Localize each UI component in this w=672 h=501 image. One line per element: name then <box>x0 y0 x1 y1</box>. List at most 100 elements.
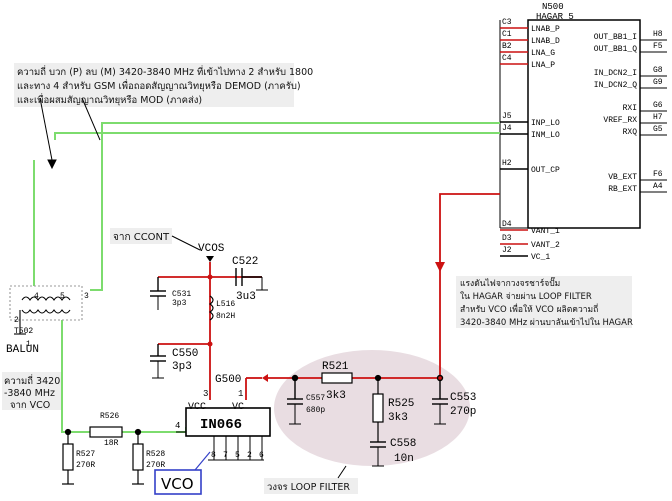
vco-bottom-pin-num: 6 <box>259 451 264 460</box>
ic-right-pin-name: RXQ <box>623 128 638 137</box>
r527-ref: R527 <box>76 450 95 459</box>
freq-note-line2: และทาง 4 สำหรับ GSM เพื่อถอดสัญญาณวิทยุห… <box>17 79 301 92</box>
freq-note-line3: และเพื่อผสมสัญญาณวิทยุหรือ MOD (ภาคส่ง) <box>17 93 202 106</box>
freq-note-bg <box>14 63 294 107</box>
balun-pin-num: 2 <box>14 316 19 325</box>
ic-left-pin-name: INM_LO <box>531 131 560 140</box>
balun-pin-num: 5 <box>60 292 65 301</box>
ic-right-pin-num: H7 <box>653 113 663 122</box>
ic-right-pin-num: G8 <box>653 66 663 75</box>
vco-in-note-line1: ความถี่ 3420 <box>4 374 60 387</box>
balun-t502 <box>9 285 83 335</box>
ic-left-pin-name: LNAB_P <box>531 25 560 34</box>
ic-left-pin-num: H2 <box>502 159 512 168</box>
resistor-r526 <box>89 426 123 438</box>
c550-val: 3p3 <box>172 361 192 373</box>
capacitor-c553 <box>432 374 448 425</box>
l516-val: 8n2H <box>216 312 235 321</box>
r525-val: 3k3 <box>388 412 408 424</box>
out-cp-arrow <box>435 262 445 272</box>
c522-ref: C522 <box>232 256 258 268</box>
l516-ref: L516 <box>216 300 235 309</box>
hagar-note-line1: แรงดันไฟจากวงจรชาร์จปั๊ม <box>460 276 560 289</box>
vco-out-trace <box>61 320 186 433</box>
ic-left-pin-name: LNA_G <box>531 49 555 58</box>
g500-label: G500 <box>215 374 241 386</box>
ic-right-pin-num: H8 <box>653 30 663 39</box>
ic-left-pin-num: D4 <box>502 220 512 229</box>
vco-chip-label: IN066 <box>200 417 242 433</box>
ccont-note-bg <box>110 228 172 244</box>
pin3-label: 3 <box>203 389 208 399</box>
ic-body <box>527 19 641 229</box>
ic-right-pin-num: A4 <box>653 182 663 191</box>
ic-left-pin-name: VANT_1 <box>531 227 560 236</box>
ic-left-pin-name: VANT_2 <box>531 241 560 250</box>
t502-ref: T502 <box>14 327 33 336</box>
ic-right-pin-num: G5 <box>653 125 663 134</box>
c531-val: 3p3 <box>172 299 187 308</box>
ic-right-pin-name: OUT_BB1_Q <box>594 45 637 54</box>
ic-right-pin-name: IN_DCN2_I <box>594 69 637 78</box>
vcos-label: VCOS <box>198 243 225 255</box>
ic-right-pin-name: IN_DCN2_Q <box>594 81 637 90</box>
inp-lo-trace <box>101 122 500 140</box>
balun-pin-num: 1 <box>26 340 31 349</box>
balun-label: BALUN <box>6 344 39 356</box>
r527-val: 270R <box>76 461 95 470</box>
ic-right-pin-name: RB_EXT <box>608 185 637 194</box>
ic-left-pin-name: VC_1 <box>531 253 550 262</box>
vc-label: VC <box>232 402 244 413</box>
vco-bottom-pin-num: 8 <box>211 451 216 460</box>
loop-filter-pointer <box>337 465 347 479</box>
vco-in-note-bg <box>2 372 62 410</box>
note-pointers <box>39 97 101 170</box>
loop-filter-label-bg <box>264 478 358 494</box>
vc-arrow <box>262 374 268 382</box>
hagar-note-line3: สำหรับ VCO เพื่อให้ VCO ผลิตความถี่ <box>460 303 598 315</box>
ic-title: N500 <box>542 2 564 12</box>
c553-val: 270p <box>450 406 476 418</box>
lo-trace-mid <box>90 140 103 291</box>
ic-right-pin-name: RXI <box>623 104 637 113</box>
c557-ref: C557 <box>306 394 325 403</box>
ic-left-pin-name: INP_LO <box>531 119 560 128</box>
vco-in-note-line3: จาก VCO <box>10 400 50 411</box>
ic-left-pin-num: C1 <box>502 30 512 39</box>
ic-left-pin-num: J5 <box>502 112 512 121</box>
vco-bottom-pin-num: 5 <box>235 451 240 460</box>
ic-right-pin-num: G6 <box>653 101 663 110</box>
c531-ref: C531 <box>172 290 191 299</box>
vco-in-note-line2: -3840 MHz <box>4 388 55 399</box>
r525-ref: R525 <box>388 398 414 410</box>
resistor-r521 <box>321 372 353 384</box>
hagar-note-line2: ใน HAGAR จ่ายผ่าน LOOP FILTER <box>460 291 592 302</box>
inm-lo-trace <box>54 132 500 140</box>
ic-right-pin-num: F5 <box>653 42 663 51</box>
vcc-label: VCC <box>188 402 206 413</box>
capacitor-c522 <box>235 268 268 291</box>
pin1-label: 1 <box>238 389 243 399</box>
ic-right-pin-num: G9 <box>653 78 663 87</box>
c522-val: 3u3 <box>236 291 256 303</box>
ic-left-pin-name: OUT_CP <box>531 166 560 175</box>
pin4-label: 4 <box>175 421 180 431</box>
capacitor-c550 <box>150 344 166 379</box>
resistor-r525 <box>372 374 384 442</box>
lo-signal-lines <box>33 122 500 433</box>
c558-ref: C558 <box>390 438 416 450</box>
ccont-note: จาก CCONT <box>113 232 170 243</box>
vco-callout-box <box>154 469 202 495</box>
ic-left-pin-num: B2 <box>502 42 512 51</box>
ic-hagar: N500 HAGAR_5 C3LNAB_PC1LNAB_DB2LNA_GC4LN… <box>499 2 667 262</box>
r526-val: 18R <box>104 439 119 448</box>
ic-right-pin-name: OUT_BB1_I <box>594 33 637 42</box>
c550-ref: C550 <box>172 348 198 360</box>
r528-val: 270R <box>146 461 165 470</box>
r526-ref: R526 <box>100 412 119 421</box>
capacitor-c531 <box>150 277 166 310</box>
out-cp-trace <box>439 193 500 378</box>
r528-ref: R528 <box>146 450 165 459</box>
